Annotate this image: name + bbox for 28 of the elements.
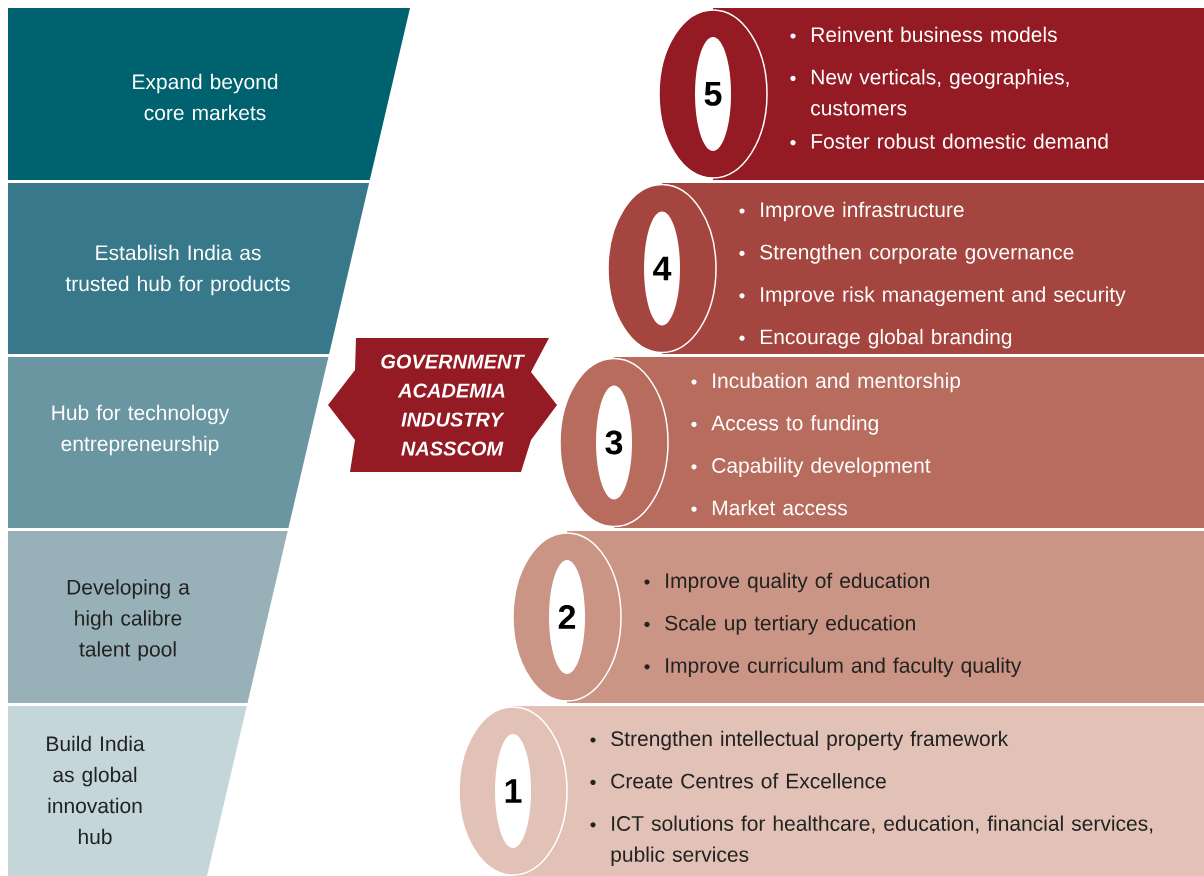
bullet-item: Capability development (691, 457, 931, 478)
bullet-item: Foster robust domestic demand (790, 133, 1108, 149)
bullet-item: Incubation and mentorship (691, 372, 961, 393)
bullet-item: ICT solutions for healthcare, education, financial services, public services (590, 815, 1153, 867)
goal-band: Hub for technology entrepreneurship (8, 357, 329, 528)
goal-band: Establish India as trusted hub for products (8, 183, 370, 354)
number-ring: 3 (559, 357, 669, 528)
bullet-item: Create Centres of Excellence (590, 773, 886, 789)
number-ring: 4 (607, 183, 717, 354)
bullet-item: Improve quality of education (644, 572, 929, 593)
stakeholder-banner: GOVERNMENT ACADEMIA INDUSTRY NASSCOM (328, 338, 557, 472)
bullet-item: Encourage global branding (739, 328, 1012, 349)
goal-band: Build India as global innovation hub (8, 706, 247, 876)
bullet-item: Improve infrastructure (739, 201, 964, 222)
bullet-item: Market access (691, 499, 847, 516)
number-ring: 1 (458, 706, 568, 876)
goal-band: Developing a high calibre talent pool (8, 531, 288, 703)
bullet-item: Scale up tertiary education (644, 615, 915, 635)
number-ring: 5 (658, 9, 768, 179)
bullet-item: Strengthen intellectual property framework (590, 730, 1009, 751)
bullet-item: Improve curriculum and faculty quality (644, 657, 1022, 678)
bullet-item: Access to funding (691, 415, 878, 435)
bullet-item: New verticals, geographies, customers (790, 69, 1069, 116)
goal-band: Expand beyond core markets (8, 8, 410, 180)
number-ring: 2 (512, 532, 622, 702)
bullet-item: Reinvent business models (790, 26, 1057, 43)
bullet-item: Improve risk management and security (739, 286, 1126, 307)
bullet-item: Strengthen corporate governance (739, 244, 1074, 264)
